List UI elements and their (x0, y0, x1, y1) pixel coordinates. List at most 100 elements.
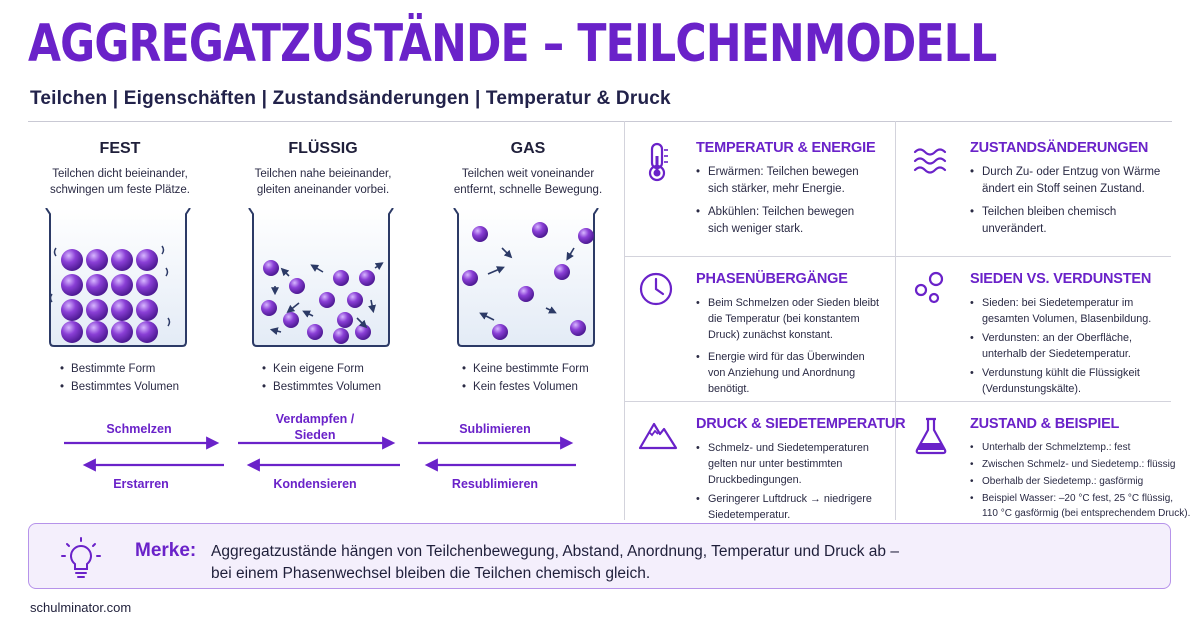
list-item: Verdunsten: an der Oberfläche,unterhalb … (970, 330, 1180, 362)
list-item: Geringerer Luftdruck → niedrigereSiedete… (696, 491, 906, 523)
thermometer-icon (648, 142, 668, 182)
arrow-verdampfen (238, 436, 396, 450)
particle (136, 299, 158, 321)
arrow-schmelzen (64, 436, 220, 450)
merke-line-2: bei einem Phasenwechsel bleiben die Teil… (211, 565, 651, 582)
particle (111, 299, 133, 321)
particle (261, 300, 277, 316)
label-erstarren: Erstarren (113, 477, 169, 491)
state-liquid-bullets: Kein eigene Form Bestimmtes Volumen (262, 360, 381, 396)
card-pressure-title: DRUCK & SIEDETEMPERATUR (696, 416, 906, 432)
state-gas-bullet-1: Keine bestimmte Form (462, 360, 589, 378)
particle (337, 312, 353, 328)
card-boiling-evaporation-title: SIEDEN VS. VERDUNSTEN (970, 271, 1152, 287)
clock-icon (639, 272, 673, 306)
merke-text: Aggregatzustände hängen von Teilchenbewe… (211, 541, 899, 585)
particle (283, 312, 299, 328)
particle (462, 270, 478, 286)
particle (136, 249, 158, 271)
bubbles-icon (914, 271, 944, 304)
particle (554, 264, 570, 280)
particle (61, 299, 83, 321)
particle (578, 228, 594, 244)
merke-box: Merke: Aggregatzustände hängen von Teilc… (28, 523, 1171, 589)
state-liquid-desc-2: gleiten aneinander vorbei. (256, 184, 390, 196)
lightbulb-icon (61, 537, 101, 578)
particle (289, 278, 305, 294)
page-subtitle: Teilchen | Eigenschäften | Zustandsänder… (30, 88, 671, 109)
label-verdampfen: Verdampfen / Sieden (240, 411, 390, 443)
state-gas-heading: GAS (510, 140, 546, 157)
state-liquid-bullet-1: Kein eigene Form (262, 360, 381, 378)
particle (263, 260, 279, 276)
state-gas: GAS Teilchen weit voneinander entfernt, … (435, 140, 621, 198)
waves-icon (913, 148, 947, 174)
list-item: Beispiel Wasser: –20 °C fest, 25 °C flüs… (970, 491, 1195, 521)
particle (86, 321, 108, 343)
particle (86, 274, 108, 296)
state-gas-bullets: Keine bestimmte Form Kein festes Volumen (462, 360, 589, 396)
state-solid-bullet-1: Bestimmte Form (60, 360, 179, 378)
state-solid-heading: FEST (99, 140, 141, 157)
state-gas-desc-1: Teilchen weit voneinander (461, 168, 595, 180)
particle (136, 321, 158, 343)
particle (61, 249, 83, 271)
particle (492, 324, 508, 340)
grid-divider-h2 (624, 401, 1171, 402)
particle (359, 270, 375, 286)
list-item: Verdunstung kühlt die Flüssigkeit(Verdun… (970, 365, 1180, 397)
particle (347, 292, 363, 308)
particle (319, 292, 335, 308)
particle (355, 324, 371, 340)
list-item: Zwischen Schmelz- und Siedetemp.: flüssi… (970, 457, 1195, 472)
flask-icon (915, 417, 947, 455)
state-solid-bullets: Bestimmte Form Bestimmtes Volumen (60, 360, 179, 396)
particle (532, 222, 548, 238)
liquid-beaker (248, 208, 394, 347)
grid-divider-v1 (624, 121, 625, 520)
particle (333, 328, 349, 344)
particle (86, 299, 108, 321)
particle (136, 274, 158, 296)
card-example-title: ZUSTAND & BEISPIEL (970, 416, 1120, 432)
particle (518, 286, 534, 302)
arrow-sublimieren (418, 436, 574, 450)
state-gas-desc-2: entfernt, schnelle Bewegung. (453, 184, 603, 196)
particle (111, 249, 133, 271)
footer-source: schulminator.com (30, 600, 132, 615)
state-solid: FEST Teilchen dicht beieinander, schwing… (27, 140, 213, 198)
card-phase-transitions-title: PHASENÜBERGÄNGE (696, 271, 848, 287)
particle (111, 321, 133, 343)
list-item: Oberhalb der Siedetemp.: gasförmig (970, 474, 1195, 489)
state-solid-desc-2: schwingen um feste Plätze. (50, 184, 190, 196)
solid-beaker (45, 208, 191, 347)
particle (333, 270, 349, 286)
page-title: AGGREGATZUSTÄNDE – TEILCHENMODELL (28, 14, 997, 74)
particle (570, 320, 586, 336)
particle (307, 324, 323, 340)
merke-label: Merke: (135, 540, 197, 561)
particle (472, 226, 488, 242)
particle (111, 274, 133, 296)
particle (61, 321, 83, 343)
label-verdampfen-1: Verdampfen / (275, 412, 355, 426)
label-schmelzen: Schmelzen (106, 422, 172, 436)
state-solid-bullet-2: Bestimmtes Volumen (60, 378, 179, 396)
arrow-erstarren (82, 458, 224, 472)
state-liquid: FLÜSSIG Teilchen nahe beieinander, gleit… (230, 140, 416, 198)
card-state-changes-title: ZUSTANDSÄNDERUNGEN (970, 140, 1149, 156)
state-liquid-bullet-2: Bestimmtes Volumen (262, 378, 381, 396)
state-liquid-desc-1: Teilchen nahe beieinander, (254, 168, 392, 180)
label-kondensieren: Kondensieren (273, 477, 357, 491)
state-gas-bullet-2: Kein festes Volumen (462, 378, 589, 396)
list-item: Unterhalb der Schmelztemp.: fest (970, 440, 1195, 455)
arrow-resublimieren (424, 458, 576, 472)
label-resublimieren: Resublimieren (451, 477, 539, 491)
particle (61, 274, 83, 296)
label-verdampfen-2: Sieden (294, 428, 336, 442)
header-divider (28, 121, 1172, 122)
